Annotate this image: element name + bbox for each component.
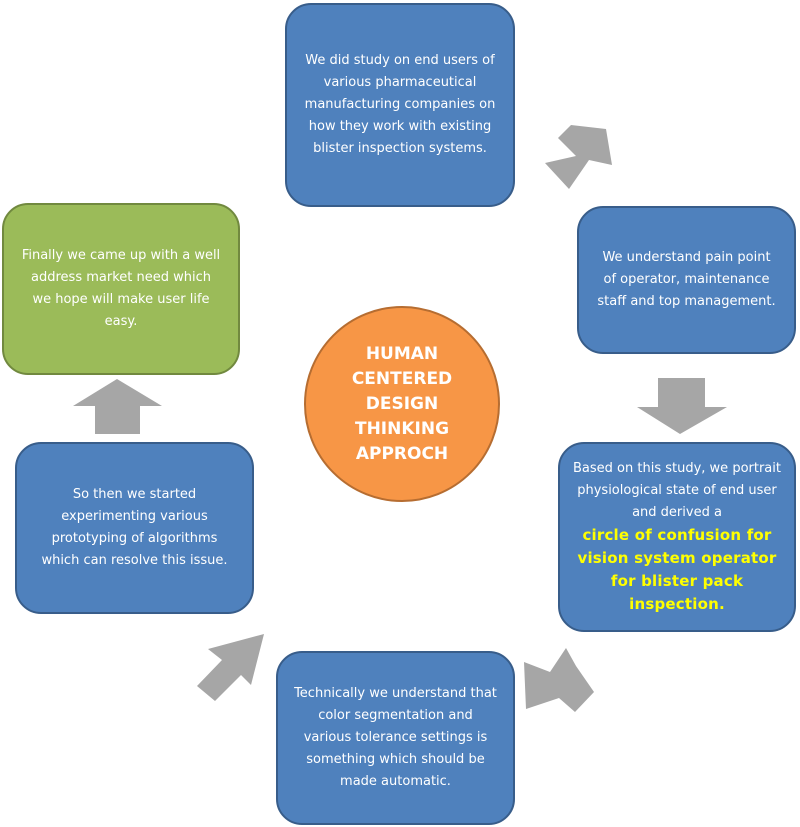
arrow-step1-to-step2 bbox=[545, 125, 612, 189]
step-3-highlight-text: circle of confusion for vision system op… bbox=[577, 526, 777, 613]
step-6-final-outcome-box: Finally we came up with a well address m… bbox=[2, 203, 240, 375]
center-title-circle: HUMAN CENTERED DESIGN THINKING APPROCH bbox=[304, 306, 500, 502]
step-4-automation-box: Technically we understand that color seg… bbox=[276, 651, 515, 825]
step-1-text: We did study on end users of various pha… bbox=[304, 53, 496, 156]
arrow-step2-to-step3 bbox=[637, 378, 727, 434]
arrow-step5-to-step6 bbox=[73, 379, 162, 434]
step-3-circle-of-confusion-box: Based on this study, we portrait physiol… bbox=[558, 442, 796, 632]
step-2-pain-points-box: We understand pain point of operator, ma… bbox=[577, 206, 796, 354]
step-5-text: So then we started experimenting various… bbox=[41, 487, 228, 568]
step-3-text: Based on this study, we portrait physiol… bbox=[573, 461, 781, 520]
step-1-user-study-box: We did study on end users of various pha… bbox=[285, 3, 515, 207]
arrow-step4-to-step5 bbox=[197, 634, 264, 701]
step-2-text: We understand pain point of operator, ma… bbox=[597, 250, 776, 309]
step-5-prototyping-box: So then we started experimenting various… bbox=[15, 442, 254, 614]
step-6-text: Finally we came up with a well address m… bbox=[21, 248, 221, 329]
step-4-text: Technically we understand that color seg… bbox=[294, 686, 497, 789]
arrow-step3-to-step4 bbox=[524, 648, 594, 712]
center-title: HUMAN CENTERED DESIGN THINKING APPROCH bbox=[351, 343, 453, 464]
